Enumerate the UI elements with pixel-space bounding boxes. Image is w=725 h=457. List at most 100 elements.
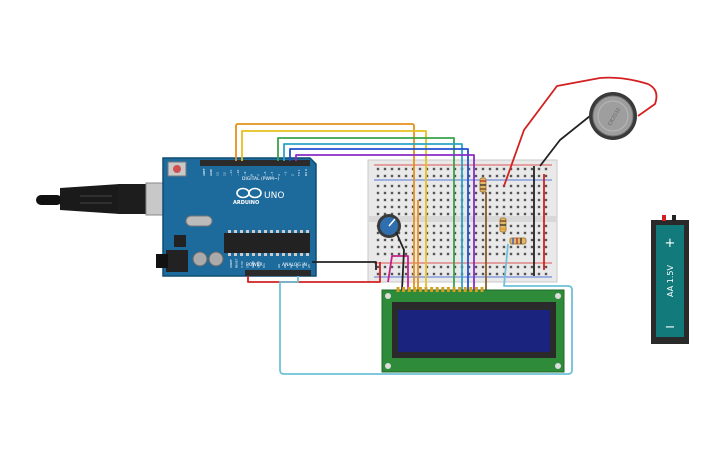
breadboard-hole[interactable] bbox=[481, 205, 485, 209]
breadboard-hole[interactable] bbox=[446, 184, 450, 188]
breadboard-hole[interactable] bbox=[502, 252, 506, 256]
breadboard-hole[interactable] bbox=[446, 167, 450, 171]
breadboard-hole[interactable] bbox=[397, 265, 401, 269]
breadboard-hole[interactable] bbox=[439, 167, 443, 171]
breadboard-hole[interactable] bbox=[509, 224, 513, 228]
breadboard-hole[interactable] bbox=[537, 272, 541, 276]
breadboard-hole[interactable] bbox=[495, 212, 499, 216]
breadboard-hole[interactable] bbox=[376, 184, 380, 188]
breadboard-hole[interactable] bbox=[523, 245, 527, 249]
lcd-16x2[interactable] bbox=[381, 287, 565, 373]
breadboard-hole[interactable] bbox=[481, 245, 485, 249]
breadboard-hole[interactable] bbox=[474, 205, 478, 209]
breadboard-hole[interactable] bbox=[411, 265, 415, 269]
lcd-pin[interactable] bbox=[430, 287, 434, 292]
breadboard-hole[interactable] bbox=[418, 167, 422, 171]
breadboard-hole[interactable] bbox=[425, 245, 429, 249]
breadboard-hole[interactable] bbox=[418, 198, 422, 202]
breadboard-hole[interactable] bbox=[432, 191, 436, 195]
breadboard-hole[interactable] bbox=[418, 205, 422, 209]
breadboard-hole[interactable] bbox=[383, 238, 387, 242]
breadboard-hole[interactable] bbox=[467, 174, 471, 178]
breadboard-hole[interactable] bbox=[439, 245, 443, 249]
breadboard-hole[interactable] bbox=[537, 191, 541, 195]
breadboard-hole[interactable] bbox=[474, 245, 478, 249]
breadboard-hole[interactable] bbox=[432, 238, 436, 242]
breadboard-hole[interactable] bbox=[425, 198, 429, 202]
breadboard-hole[interactable] bbox=[383, 174, 387, 178]
breadboard-hole[interactable] bbox=[516, 184, 520, 188]
wire-red-coin[interactable] bbox=[503, 76, 658, 187]
breadboard-hole[interactable] bbox=[544, 191, 548, 195]
breadboard-hole[interactable] bbox=[537, 252, 541, 256]
wire-green[interactable] bbox=[277, 137, 455, 290]
breadboard-hole[interactable] bbox=[418, 231, 422, 235]
breadboard-hole[interactable] bbox=[502, 174, 506, 178]
breadboard-hole[interactable] bbox=[516, 224, 520, 228]
lcd-pin[interactable] bbox=[452, 287, 456, 292]
breadboard-hole[interactable] bbox=[432, 184, 436, 188]
digital-header[interactable] bbox=[200, 160, 310, 166]
breadboard-hole[interactable] bbox=[432, 252, 436, 256]
breadboard-hole[interactable] bbox=[432, 205, 436, 209]
breadboard-hole[interactable] bbox=[544, 167, 548, 171]
breadboard-hole[interactable] bbox=[544, 252, 548, 256]
breadboard-hole[interactable] bbox=[439, 198, 443, 202]
breadboard-hole[interactable] bbox=[502, 231, 506, 235]
breadboard-hole[interactable] bbox=[502, 205, 506, 209]
lcd-pin[interactable] bbox=[396, 287, 400, 292]
breadboard-hole[interactable] bbox=[432, 265, 436, 269]
breadboard-hole[interactable] bbox=[523, 272, 527, 276]
lcd-pin[interactable] bbox=[441, 287, 445, 292]
breadboard-hole[interactable] bbox=[481, 231, 485, 235]
breadboard-hole[interactable] bbox=[523, 174, 527, 178]
breadboard-hole[interactable] bbox=[467, 245, 471, 249]
breadboard-hole[interactable] bbox=[439, 224, 443, 228]
breadboard-hole[interactable] bbox=[488, 191, 492, 195]
lcd-pin[interactable] bbox=[474, 287, 478, 292]
breadboard-hole[interactable] bbox=[488, 184, 492, 188]
breadboard-hole[interactable] bbox=[376, 191, 380, 195]
breadboard-hole[interactable] bbox=[411, 272, 415, 276]
breadboard-hole[interactable] bbox=[523, 265, 527, 269]
breadboard-hole[interactable] bbox=[376, 272, 380, 276]
breadboard-hole[interactable] bbox=[523, 231, 527, 235]
breadboard-hole[interactable] bbox=[432, 174, 436, 178]
breadboard-hole[interactable] bbox=[425, 252, 429, 256]
breadboard-hole[interactable] bbox=[411, 252, 415, 256]
breadboard-hole[interactable] bbox=[418, 174, 422, 178]
breadboard-hole[interactable] bbox=[376, 231, 380, 235]
breadboard-hole[interactable] bbox=[488, 265, 492, 269]
breadboard-hole[interactable] bbox=[446, 252, 450, 256]
breadboard-hole[interactable] bbox=[411, 245, 415, 249]
breadboard-hole[interactable] bbox=[495, 174, 499, 178]
breadboard-hole[interactable] bbox=[530, 238, 534, 242]
breadboard-hole[interactable] bbox=[516, 212, 520, 216]
breadboard-hole[interactable] bbox=[425, 224, 429, 228]
lcd-pin[interactable] bbox=[458, 287, 462, 292]
breadboard-hole[interactable] bbox=[544, 231, 548, 235]
breadboard-hole[interactable] bbox=[432, 224, 436, 228]
breadboard-hole[interactable] bbox=[397, 252, 401, 256]
breadboard-hole[interactable] bbox=[530, 205, 534, 209]
breadboard-hole[interactable] bbox=[383, 245, 387, 249]
breadboard-hole[interactable] bbox=[474, 231, 478, 235]
breadboard-hole[interactable] bbox=[509, 245, 513, 249]
breadboard-hole[interactable] bbox=[376, 245, 380, 249]
breadboard-hole[interactable] bbox=[467, 198, 471, 202]
breadboard-hole[interactable] bbox=[439, 184, 443, 188]
breadboard-hole[interactable] bbox=[404, 167, 408, 171]
lcd-pin[interactable] bbox=[418, 287, 422, 292]
breadboard-hole[interactable] bbox=[411, 184, 415, 188]
breadboard-hole[interactable] bbox=[404, 224, 408, 228]
breadboard-hole[interactable] bbox=[411, 174, 415, 178]
aa-battery[interactable]: + − AA 1.5V bbox=[651, 215, 689, 344]
lcd-pin[interactable] bbox=[480, 287, 484, 292]
breadboard-hole[interactable] bbox=[404, 198, 408, 202]
breadboard-hole[interactable] bbox=[502, 245, 506, 249]
breadboard-hole[interactable] bbox=[488, 245, 492, 249]
breadboard-hole[interactable] bbox=[523, 191, 527, 195]
breadboard-hole[interactable] bbox=[530, 252, 534, 256]
breadboard-hole[interactable] bbox=[516, 265, 520, 269]
